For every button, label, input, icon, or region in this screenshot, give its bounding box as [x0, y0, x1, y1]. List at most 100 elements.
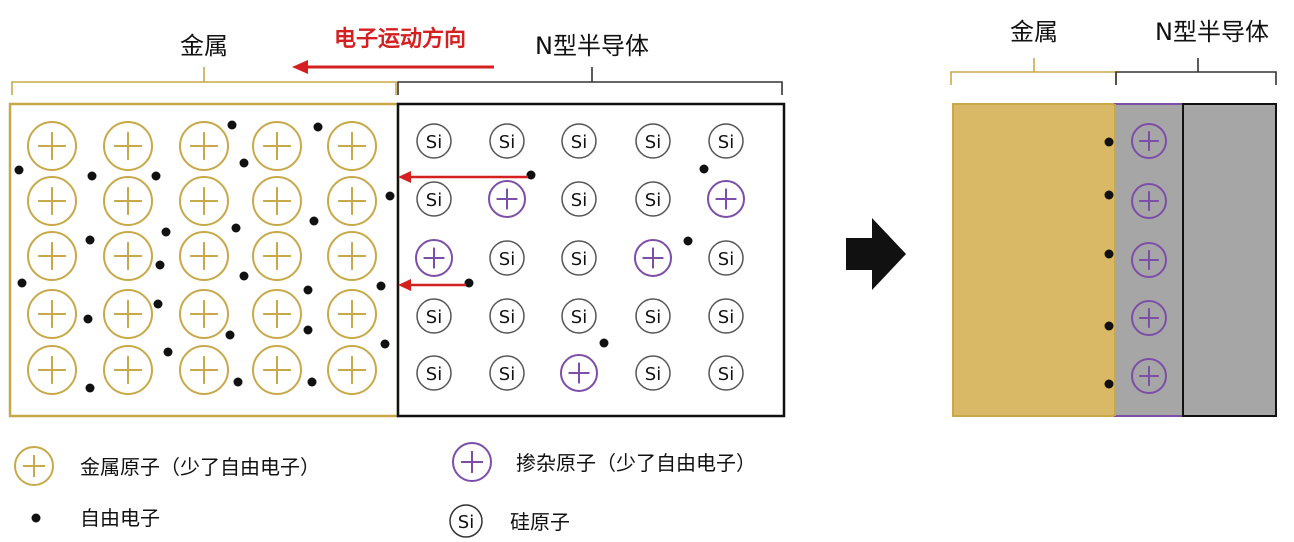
svg-text:Si: Si — [718, 249, 734, 270]
metal-atom — [327, 231, 377, 281]
direction-label: 电子运动方向 — [334, 26, 466, 52]
metal-atom — [103, 176, 153, 226]
metal-atom — [327, 121, 377, 171]
svg-text:Si: Si — [426, 190, 442, 211]
svg-text:Si: Si — [499, 132, 515, 153]
free-electron — [313, 122, 323, 132]
silicon-atom: Si — [416, 355, 452, 391]
dopant-atom — [488, 180, 526, 218]
svg-text:Si: Si — [645, 190, 661, 211]
legend: 金属原子（少了自由电子） 掺杂原子（少了自由电子） 自由电子 Si 硅原子 — [14, 442, 756, 538]
metal-atom — [103, 121, 153, 171]
legend-dopant-atom-icon — [452, 442, 492, 482]
metal-atom — [27, 289, 77, 339]
free-electron — [85, 383, 95, 393]
silicon-atom: Si — [489, 355, 525, 391]
dopant-atom — [560, 354, 598, 392]
metal-atom — [252, 345, 302, 395]
svg-text:Si: Si — [499, 364, 515, 385]
free-electron — [307, 377, 317, 387]
metal-label: 金属 — [180, 32, 228, 60]
silicon-atom: Si — [416, 298, 452, 334]
metal-atom — [252, 121, 302, 171]
legend-free-electron-icon — [31, 513, 41, 523]
right-dopant-atom — [1131, 242, 1167, 278]
free-electron — [225, 330, 235, 340]
legend-free-electron-label: 自由电子 — [80, 506, 160, 530]
metal-atoms — [27, 121, 377, 395]
free-electron — [309, 216, 319, 226]
silicon-atom: Si — [561, 123, 597, 159]
silicon-atom: Si — [416, 123, 452, 159]
metal-atom — [327, 289, 377, 339]
right-diagram: 金属 N型半导体 — [950, 18, 1277, 417]
right-dopant-atoms — [1131, 123, 1167, 394]
free-electron — [303, 285, 313, 295]
silicon-atom: Si — [635, 355, 671, 391]
legend-dopant-atom-label: 掺杂原子（少了自由电子） — [516, 451, 756, 475]
free-electron — [233, 377, 243, 387]
right-interface-electron — [1104, 321, 1114, 331]
right-dopant-atom — [1131, 123, 1167, 159]
right-interface-electron — [1104, 379, 1114, 389]
metal-atom — [179, 176, 229, 226]
svg-text:Si: Si — [718, 364, 734, 385]
dopant-atom — [415, 239, 453, 277]
metal-bracket — [11, 67, 397, 95]
silicon-atom: Si — [489, 298, 525, 334]
metal-atom — [252, 231, 302, 281]
right-interface-electron — [1104, 137, 1114, 147]
metal-atom — [179, 289, 229, 339]
metal-atom — [103, 345, 153, 395]
svg-text:Si: Si — [499, 307, 515, 328]
svg-text:Si: Si — [571, 249, 587, 270]
semiconductor-region — [396, 102, 786, 418]
free-electron — [85, 235, 95, 245]
right-dopant-atom — [1131, 300, 1167, 336]
svg-text:Si: Si — [645, 132, 661, 153]
right-metal-label: 金属 — [1010, 18, 1058, 46]
silicon-atom: Si — [561, 298, 597, 334]
metal-atom — [179, 121, 229, 171]
svg-text:Si: Si — [645, 307, 661, 328]
free-electron — [464, 278, 474, 288]
free-electron — [227, 120, 237, 130]
direction-arrow — [292, 60, 494, 74]
right-semiconductor-bracket — [1115, 58, 1277, 85]
silicon-atom: Si — [416, 181, 452, 217]
svg-text:Si: Si — [571, 190, 587, 211]
free-electron — [14, 165, 24, 175]
svg-text:Si: Si — [718, 307, 734, 328]
metal-atom — [327, 345, 377, 395]
right-dopant-atom — [1131, 358, 1167, 394]
free-electron — [699, 164, 709, 174]
silicon-atom: Si — [489, 123, 525, 159]
metal-atom — [103, 231, 153, 281]
silicon-atom: Si — [561, 240, 597, 276]
svg-text:Si: Si — [645, 364, 661, 385]
electron-flow-arrow-1 — [398, 171, 528, 183]
free-electron — [385, 191, 395, 201]
free-electron — [151, 171, 161, 181]
free-electron — [161, 227, 171, 237]
metal-atom — [103, 289, 153, 339]
free-electron — [155, 260, 165, 270]
silicon-atom: Si — [635, 181, 671, 217]
metal-atom — [27, 176, 77, 226]
free-electron — [376, 281, 386, 291]
dopant-atom — [634, 239, 672, 277]
metal-atom — [252, 176, 302, 226]
silicon-atom: Si — [708, 298, 744, 334]
dopant-atom — [707, 180, 745, 218]
free-electron — [231, 223, 241, 233]
silicon-atom: Si — [635, 298, 671, 334]
metal-atom — [27, 121, 77, 171]
right-metal-region — [952, 103, 1116, 417]
svg-text:Si: Si — [571, 307, 587, 328]
free-electrons — [14, 120, 709, 393]
semiconductor-label: N型半导体 — [535, 32, 649, 60]
silicon-atom: Si — [635, 123, 671, 159]
metal-atom — [27, 345, 77, 395]
